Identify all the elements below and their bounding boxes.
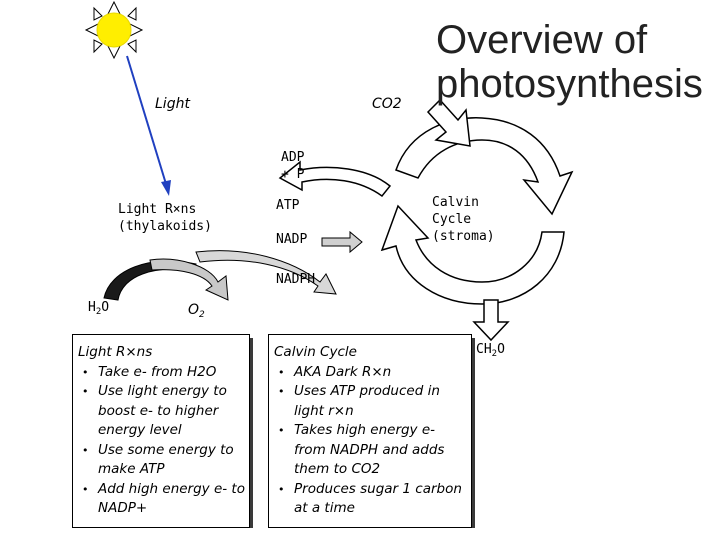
page-title-line2: photosynthesis — [436, 62, 703, 106]
light-ray-arrow — [126, 55, 171, 196]
list-item: Use light energy to boost e- to higher e… — [82, 382, 248, 441]
list-item: Uses ATP produced in light r×n — [278, 382, 470, 421]
calvin-box-list: AKA Dark R×n Uses ATP produced in light … — [274, 363, 471, 519]
list-item: AKA Dark R×n — [278, 363, 471, 383]
list-item: Takes high energy e- from NADPH and adds… — [278, 421, 470, 480]
calvin-box-shadow — [472, 338, 475, 528]
list-item: Use some energy to make ATP — [82, 441, 248, 480]
light-rxns-label: Light R×ns — [118, 202, 197, 217]
light-reactions-box: Light R×ns Take e- from H2O Use light en… — [72, 334, 250, 528]
nadp-label: NADP — [276, 232, 308, 247]
calvin-box-heading: Calvin Cycle — [274, 344, 357, 360]
water-split-arrows — [103, 258, 229, 301]
adp-label: ADP — [281, 150, 305, 165]
atp-label: ATP — [276, 198, 300, 213]
list-item: Produces sugar 1 carbon at a time — [278, 480, 470, 519]
co2-arrow — [426, 98, 471, 147]
light-label: Light — [155, 96, 190, 112]
sun-icon — [84, 0, 144, 60]
nadph-arrow — [195, 250, 337, 295]
cycle-label: Cycle — [432, 212, 472, 227]
cycle-arrows — [380, 117, 574, 305]
o2-label: O2 — [188, 302, 205, 320]
page-title-line1: Overview of — [436, 18, 648, 62]
stroma-label: (stroma) — [432, 229, 495, 244]
list-item: Add high energy e- to NADP+ — [82, 480, 248, 519]
nadph-label: NADPH — [276, 272, 316, 287]
calvin-label: Calvin — [432, 195, 479, 210]
ch2o-label: CH2O — [476, 342, 505, 359]
calvin-cycle-box: Calvin Cycle AKA Dark R×n Uses ATP produ… — [268, 334, 472, 528]
thylakoids-label: (thylakoids) — [118, 219, 212, 234]
co2-label: CO2 — [372, 96, 402, 112]
light-box-list: Take e- from H2O Use light energy to boo… — [78, 363, 249, 519]
h2o-label: H2O — [88, 300, 110, 317]
list-item: Take e- from H2O — [82, 363, 249, 383]
adp-p-label: + P — [281, 167, 305, 182]
light-box-shadow — [250, 338, 253, 528]
adp-arrow — [278, 160, 392, 198]
light-box-heading: Light R×ns — [78, 344, 153, 360]
ch2o-arrow — [472, 299, 510, 342]
nadp-arrow — [321, 230, 363, 254]
